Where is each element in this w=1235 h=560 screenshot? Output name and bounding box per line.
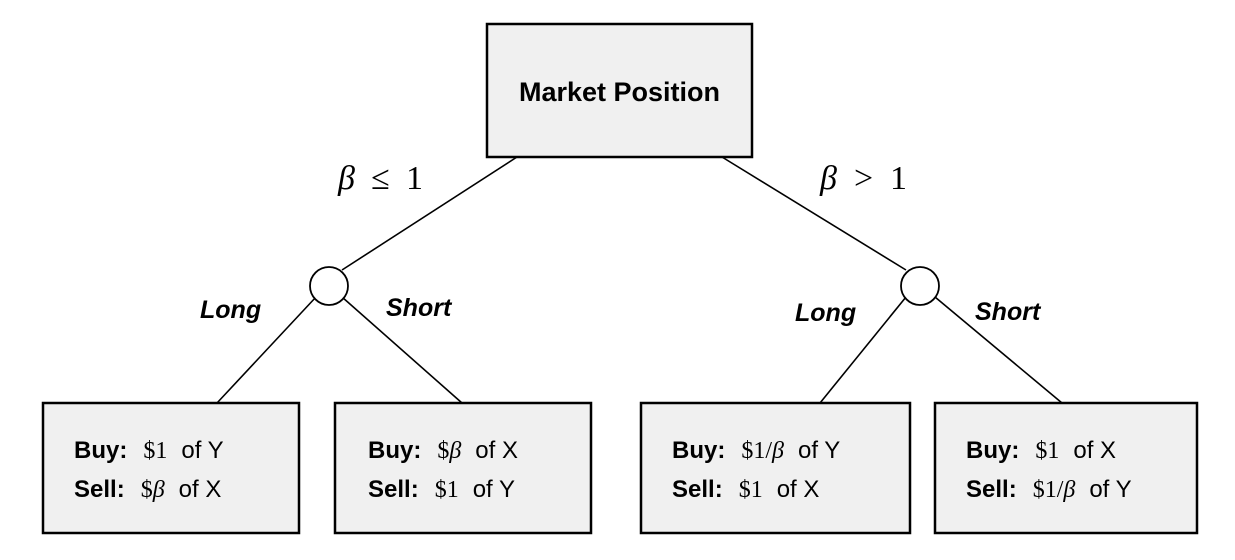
decision-node-left: [309, 266, 349, 306]
leaf-4-buy-asset: of X: [1073, 437, 1116, 464]
leaf-2-content: Buy: $β of X Sell: $1 of Y: [368, 437, 518, 503]
leaf-4-sell-asset: of Y: [1089, 476, 1131, 503]
leaf-3-sell-label: Sell:: [672, 476, 723, 503]
leaf-2-sell-prefix: $: [435, 477, 447, 503]
leaf-4-sell-prefix: $: [1033, 477, 1045, 503]
leaf-3-content: Buy: $1/β of Y Sell: $1 of X: [672, 437, 840, 503]
leaf-3-sell-line: Sell: $1 of X: [672, 476, 819, 503]
leaf-2-buy-label: Buy:: [368, 437, 421, 464]
leaf-3-buy-line: Buy: $1/β of Y: [672, 437, 840, 464]
leaf-1-buy-prefix: $: [143, 438, 155, 464]
leaf-box-1: [41, 401, 301, 535]
condition-right-value: 1: [890, 160, 907, 197]
edge-root-right: [721, 156, 907, 271]
decision-node-right: [900, 266, 940, 306]
root-box: [485, 22, 754, 159]
branch-left-long: Long: [200, 296, 261, 324]
leaf-1-buy-line: Buy: $1 of Y: [74, 437, 224, 464]
leaf-1-content: Buy: $1 of Y Sell: $β of X: [74, 437, 224, 503]
root-label: Market Position: [519, 77, 720, 107]
leaf-4-buy-label: Buy:: [966, 437, 1019, 464]
leaf-box-3: [639, 401, 912, 535]
condition-right-relation: >: [854, 160, 873, 197]
leaf-4-sell-line: Sell: $1/β of Y: [966, 476, 1132, 503]
condition-left-symbol: β: [337, 160, 355, 197]
leaf-2-buy-line: Buy: $β of X: [368, 437, 518, 464]
leaf-1-sell-line: Sell: $β of X: [74, 476, 221, 503]
leaf-4-buy-line: Buy: $1 of X: [966, 437, 1116, 464]
leaf-3-buy-label: Buy:: [672, 437, 725, 464]
leaf-1-buy-label: Buy:: [74, 437, 127, 464]
leaf-2-sell-line: Sell: $1 of Y: [368, 476, 515, 503]
leaf-2-buy-prefix: $: [437, 438, 449, 464]
leaf-4-sell-label: Sell:: [966, 476, 1017, 503]
leaf-4-buy-amount: 1: [1047, 438, 1059, 464]
edge-left-short: [341, 296, 463, 404]
leaf-3-sell-amount: 1: [751, 477, 763, 503]
edge-left-long: [216, 296, 317, 404]
branch-right-long: Long: [795, 299, 856, 327]
leaf-3-buy-prefix: $: [741, 438, 753, 464]
edge-root-left: [341, 156, 518, 271]
leaf-1-sell-amount: β: [152, 477, 165, 503]
tree-edges: [216, 156, 1063, 404]
condition-right-symbol: β: [819, 160, 837, 197]
leaf-3-buy-asset: of Y: [798, 437, 840, 464]
leaf-1-buy-amount: 1: [155, 438, 167, 464]
leaf-4-sell-amount: 1/: [1045, 477, 1064, 503]
leaf-1-sell-prefix: $: [141, 477, 153, 503]
leaf-3-sell-prefix: $: [739, 477, 751, 503]
edge-right-short: [934, 296, 1063, 404]
leaf-1-sell-label: Sell:: [74, 476, 125, 503]
leaf-2-buy-asset: of X: [475, 437, 518, 464]
leaf-1-buy-asset: of Y: [181, 437, 223, 464]
edge-right-long: [819, 296, 907, 404]
branch-left-short: Short: [386, 294, 453, 322]
leaf-3-buy-suffix: β: [771, 438, 784, 464]
leaf-4-buy-prefix: $: [1035, 438, 1047, 464]
condition-left-value: 1: [406, 160, 423, 197]
leaf-box-4: [933, 401, 1199, 535]
leaf-1-sell-asset: of X: [179, 476, 222, 503]
branch-right-short: Short: [975, 298, 1042, 326]
condition-left-relation: ≤: [371, 160, 390, 197]
leaf-2-sell-asset: of Y: [473, 476, 515, 503]
leaf-2-buy-amount: β: [448, 438, 461, 464]
leaf-4-sell-suffix: β: [1062, 477, 1075, 503]
leaf-3-buy-amount: 1/: [753, 438, 772, 464]
leaf-3-sell-asset: of X: [777, 476, 820, 503]
leaf-box-2: [333, 401, 593, 535]
leaf-2-sell-label: Sell:: [368, 476, 419, 503]
leaf-4-content: Buy: $1 of X Sell: $1/β of Y: [966, 437, 1132, 503]
leaf-2-sell-amount: 1: [447, 477, 459, 503]
